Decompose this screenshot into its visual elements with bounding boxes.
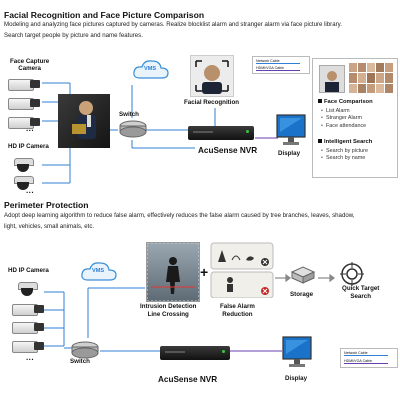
bullet-camera-3 xyxy=(12,340,46,353)
display-monitor-icon xyxy=(276,114,306,145)
hd-ip-camera-label-2: HD IP Camera xyxy=(8,267,49,274)
bullet-camera-1 xyxy=(12,303,46,316)
intelligent-search-heading: Intelligent Search xyxy=(318,139,372,145)
intruder-silhouette-icon xyxy=(146,242,200,302)
false-alarm-reduction-label: False Alarm Reduction xyxy=(220,303,255,318)
display-monitor-icon-2 xyxy=(282,336,312,367)
ellipsis-dots: ··· xyxy=(26,355,34,364)
network-cable-legend-label-2: Network Cable xyxy=(344,351,368,355)
plus-icon: + xyxy=(200,264,209,280)
hdmi-cable-legend-label: HDMI/VGA Cable xyxy=(256,66,284,70)
ellipsis-dots: ··· xyxy=(26,188,34,197)
storage-label: Storage xyxy=(290,291,314,298)
facial-recognition-label: Facial Recognition xyxy=(184,99,240,106)
vms-cloud-icon xyxy=(133,60,169,79)
target-search-icon xyxy=(340,262,364,286)
false-alarm-filter-icon xyxy=(210,242,274,299)
acusense-nvr-label-2: AcuSense NVR xyxy=(158,375,218,384)
vms-label-2: VMS xyxy=(92,268,105,274)
storage-icon xyxy=(290,266,316,284)
dome-camera-1 xyxy=(14,158,34,172)
section-perimeter-desc-1: Adopt deep learning algorithm to reduce … xyxy=(4,212,355,219)
feature-search-by-name: Search by name xyxy=(321,155,368,163)
acusense-nvr-device-2 xyxy=(160,346,230,360)
cable-legend-2: Network Cable HDMI/VGA Cable xyxy=(340,348,398,368)
acusense-nvr-label: AcuSense NVR xyxy=(198,146,258,155)
vms-label: VMS xyxy=(144,66,157,72)
section-facial-title: Facial Recognition and Face Picture Comp… xyxy=(4,10,205,20)
network-cable-swatch-2 xyxy=(344,355,388,356)
face-capture-camera-2 xyxy=(8,97,42,110)
section-facial-desc-2: Search target people by picture and name… xyxy=(4,32,143,39)
face-capture-camera-1 xyxy=(8,78,42,91)
face-thumbnail-icon xyxy=(325,71,339,92)
face-portrait-icon xyxy=(195,60,229,94)
dome-camera-2 xyxy=(14,176,34,190)
hdmi-cable-legend-label-2: HDMI/VGA Cable xyxy=(344,359,372,363)
quick-target-search-label: Quick Target Search xyxy=(342,285,380,300)
hd-ip-camera-label: HD IP Camera xyxy=(8,143,49,150)
switch-icon xyxy=(119,120,147,138)
intrusion-detection-photo xyxy=(146,242,200,302)
face-feature-panel: Face Comparison List Alarm Stranger Alar… xyxy=(312,58,398,178)
switch-label-2: Switch xyxy=(70,358,90,365)
false-alarm-icons xyxy=(210,242,274,299)
feature-search-by-picture: Search by picture xyxy=(321,148,368,156)
hdmi-cable-swatch xyxy=(256,70,300,71)
face-comparison-label: Face Comparison xyxy=(324,99,373,105)
cable-legend-1: Network Cable HDMI/VGA Cable xyxy=(252,56,310,74)
feature-list-alarm: List Alarm xyxy=(321,108,366,116)
dome-camera-3 xyxy=(18,282,38,296)
intrusion-detection-label: Intrusion Detection Line Crossing xyxy=(140,303,197,318)
feature-face-attendance: Face attendance xyxy=(321,123,366,131)
acusense-nvr-device xyxy=(188,126,254,140)
display-label: Display xyxy=(278,150,301,157)
bullet-camera-2 xyxy=(12,321,46,334)
intelligent-search-label: Intelligent Search xyxy=(324,139,373,145)
person-reading-icon xyxy=(72,101,96,139)
face-recognition-portrait xyxy=(190,55,234,97)
feature-stranger-alarm: Stranger Alarm xyxy=(321,115,366,123)
face-library-grid xyxy=(349,63,393,93)
section-perimeter-title: Perimeter Protection xyxy=(4,200,89,210)
ellipsis-dots: ··· xyxy=(26,126,34,135)
switch-label: Switch xyxy=(119,111,139,118)
face-comparison-list: List Alarm Stranger Alarm Face attendanc… xyxy=(321,108,366,131)
perimeter-connection-lines xyxy=(44,273,335,352)
face-capture-camera-3 xyxy=(8,116,42,129)
vms-cloud-icon-2 xyxy=(81,262,117,281)
reading-person-photo xyxy=(58,94,110,148)
network-cable-legend-label: Network Cable xyxy=(256,59,280,63)
display-label-2: Display xyxy=(285,375,308,382)
hdmi-cable-swatch-2 xyxy=(344,363,388,364)
face-capture-camera-label: Face Capture Camera xyxy=(10,58,50,72)
section-facial-desc-1: Modeling and analyzing face pictures cap… xyxy=(4,21,342,28)
switch-icon-2 xyxy=(71,341,99,359)
face-comparison-heading: Face Comparison xyxy=(318,99,373,105)
query-face-thumbnail xyxy=(319,65,345,93)
section-perimeter-desc-2: light, vehicles, small animals, etc. xyxy=(4,223,95,230)
network-cable-swatch xyxy=(256,63,300,64)
intelligent-search-list: Search by picture Search by name xyxy=(321,148,368,163)
